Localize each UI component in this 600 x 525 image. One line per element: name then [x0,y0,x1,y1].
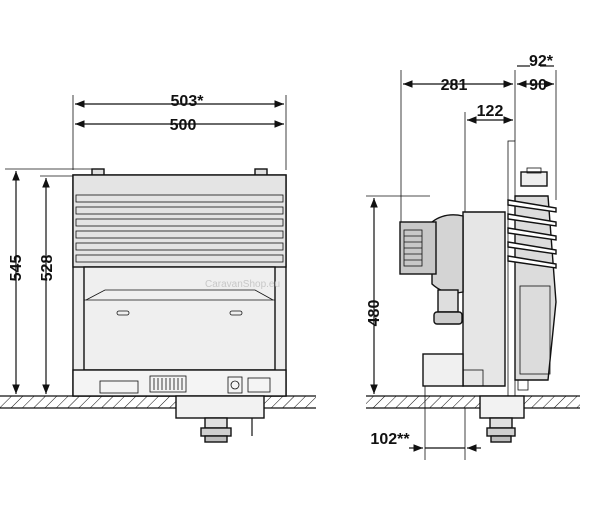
side-depth-mid-label: 122 [477,103,504,120]
front-width-star-label: 503* [171,93,205,110]
front-height-inner-label: 528 [39,255,56,282]
front-view: 503* 500 545 528 CaravanShop.eu [0,93,316,443]
side-depth-total-label: 281 [441,77,468,94]
front-floor [0,395,316,409]
side-heater-body [399,167,557,391]
front-width-label: 500 [170,117,197,134]
side-height-mount-label: 480 [366,300,383,327]
side-depth-grille-label: 90 [529,77,547,94]
side-depth-dimensions [400,65,557,222]
front-width-dimensions [72,95,287,170]
front-heater-body [72,168,287,397]
front-grille-louvers [75,194,284,263]
side-floor [366,395,580,409]
side-flue-outlet [479,395,525,443]
front-height-dimensions [5,168,98,394]
watermark: CaravanShop.eu [205,279,280,290]
side-height-dimension [366,195,430,394]
front-flue-outlet [175,395,265,443]
side-floor-offset-dimension [409,386,481,460]
side-grille-fins [507,167,557,269]
side-depth-star-label: 92* [529,53,554,70]
side-floor-offset-label: 102** [370,431,410,448]
side-wall [507,140,516,397]
front-height-outer-label: 545 [8,255,25,282]
side-view: 281 92* 90 122 480 102** [366,53,580,460]
